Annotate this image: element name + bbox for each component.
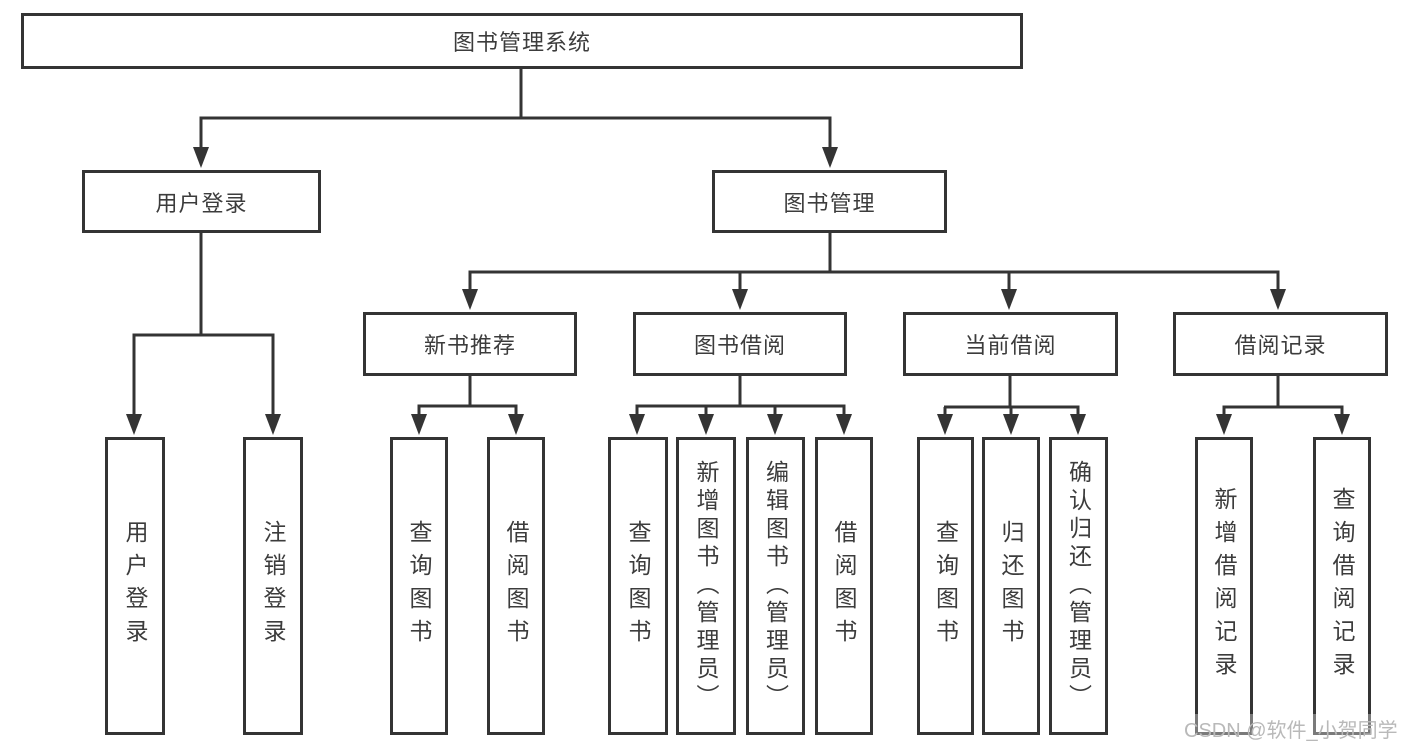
- node-label: 用户登录: [122, 520, 148, 652]
- node-label: 查询图书: [406, 520, 432, 652]
- node-label: 图书管理系统: [452, 30, 591, 55]
- connector-newbook-to-leaves: [417, 376, 518, 417]
- leaf-query-books-borrowing: 查询图书: [608, 437, 668, 735]
- connector-bookmgmt-to-level3: [468, 233, 1280, 292]
- leaf-confirm-return-admin: 确认归还（管理员）: [1049, 437, 1108, 735]
- connector-borrow-to-leaves: [635, 376, 846, 417]
- leaf-add-books-admin: 新增图书（管理员）: [676, 437, 736, 735]
- node-book-borrowing: 图书借阅: [633, 312, 847, 376]
- leaf-user-login: 用户登录: [105, 437, 165, 735]
- leaf-add-borrow-record: 新增借阅记录: [1195, 437, 1253, 735]
- node-root-library-system: 图书管理系统: [21, 13, 1023, 69]
- node-label: 新增借阅记录: [1211, 487, 1237, 685]
- arrowheads: [126, 147, 1350, 435]
- leaf-query-borrow-record: 查询借阅记录: [1313, 437, 1371, 735]
- node-label: 归还图书: [998, 520, 1024, 652]
- leaf-borrow-books-recommend: 借阅图书: [487, 437, 545, 735]
- node-label: 查询借阅记录: [1329, 487, 1355, 685]
- leaf-return-books: 归还图书: [982, 437, 1040, 735]
- node-label: 新书推荐: [423, 333, 516, 358]
- connector-records-to-leaves: [1222, 376, 1344, 417]
- node-new-book-recommend: 新书推荐: [363, 312, 577, 376]
- node-label: 图书借阅: [693, 333, 786, 358]
- leaf-query-books-recommend: 查询图书: [390, 437, 448, 735]
- node-borrowing-records: 借阅记录: [1173, 312, 1388, 376]
- node-current-borrowing: 当前借阅: [903, 312, 1118, 376]
- connector-userlogin-to-leaves: [132, 233, 275, 417]
- leaf-borrow-books: 借阅图书: [815, 437, 873, 735]
- csdn-watermark: CSDN @软件_小贺同学: [1182, 714, 1400, 743]
- node-label: 确认归还（管理员）: [1065, 460, 1092, 712]
- node-label: 用户登录: [155, 190, 248, 216]
- node-label: 借阅记录: [1234, 333, 1327, 358]
- node-label: 查询图书: [625, 520, 651, 652]
- node-label: 新增图书（管理员）: [693, 460, 719, 712]
- node-label: 编辑图书（管理员）: [762, 460, 789, 712]
- node-book-management: 图书管理: [712, 170, 947, 233]
- leaf-logout: 注销登录: [243, 437, 303, 735]
- node-label: 借阅图书: [503, 520, 529, 652]
- connector-current-to-leaves: [943, 376, 1080, 417]
- node-user-login: 用户登录: [82, 170, 321, 233]
- node-label: 图书管理: [783, 190, 876, 216]
- node-label: 查询图书: [932, 520, 959, 652]
- leaf-edit-books-admin: 编辑图书（管理员）: [746, 437, 805, 735]
- node-label: 借阅图书: [831, 520, 857, 652]
- node-label: 当前借阅: [964, 333, 1057, 358]
- leaf-query-books-current: 查询图书: [917, 437, 974, 735]
- node-label: 注销登录: [260, 520, 286, 652]
- connector-root-to-level2: [199, 69, 832, 150]
